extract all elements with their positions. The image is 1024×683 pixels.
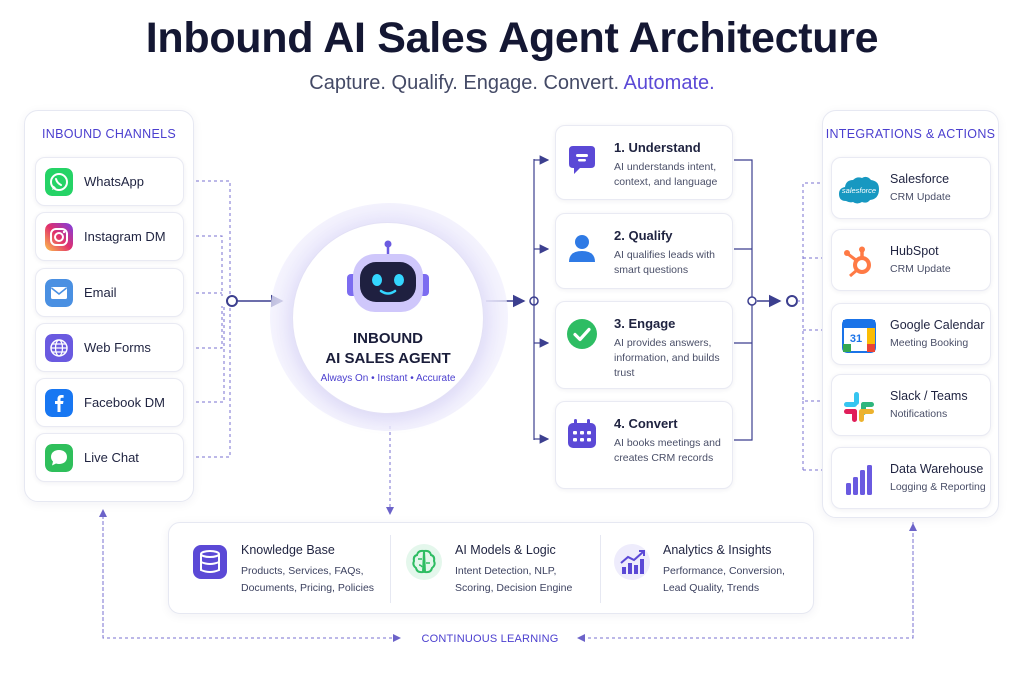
check-circle-icon: [567, 319, 597, 349]
foundation-analytics[interactable]: Analytics & Insights Performance, Conver…: [601, 531, 811, 607]
channel-label: Facebook DM: [84, 395, 165, 410]
agent-title-line1: INBOUND: [353, 330, 423, 347]
database-icon: [193, 545, 227, 579]
step-title: 1. Understand: [614, 140, 701, 155]
channel-live-chat[interactable]: Live Chat: [35, 433, 184, 482]
foundation-knowledge-base[interactable]: Knowledge Base Products, Services, FAQs,…: [179, 531, 384, 607]
integration-name: Slack / Teams: [890, 389, 968, 403]
foundation-title: AI Models & Logic: [455, 543, 556, 557]
foundation-title: Analytics & Insights: [663, 543, 772, 557]
integration-desc: CRM Update: [890, 263, 951, 275]
step-engage[interactable]: 3. Engage AI provides answers, informati…: [555, 301, 733, 389]
whatsapp-icon: [45, 168, 73, 196]
brain-icon: [406, 544, 442, 580]
channel-email[interactable]: Email: [35, 268, 184, 317]
integration-name: Salesforce: [890, 172, 950, 186]
chat-bubble-icon: [45, 444, 73, 472]
integration-slack-teams[interactable]: Slack / Teams Notifications: [831, 374, 991, 436]
google-calendar-icon: 31: [842, 319, 876, 353]
salesforce-logo-text: salesforce: [842, 186, 876, 195]
integrations-panel: INTEGRATIONS & ACTIONS salesforce Salesf…: [822, 110, 999, 518]
divider: [390, 535, 391, 603]
globe-icon: [45, 334, 73, 362]
step-understand[interactable]: 1. Understand AI understands intent, con…: [555, 125, 733, 200]
page-subtitle: Capture. Qualify. Engage. Convert. Autom…: [0, 72, 1024, 95]
step-title: 3. Engage: [614, 316, 676, 331]
calendar-logo-text: 31: [850, 333, 862, 345]
step-title: 2. Qualify: [614, 228, 673, 243]
calendar-icon: [568, 419, 596, 448]
integration-salesforce[interactable]: salesforce Salesforce CRM Update: [831, 157, 991, 219]
foundation-title: Knowledge Base: [241, 543, 335, 557]
step-description: AI provides answers, information, and bu…: [614, 337, 720, 379]
email-icon: [45, 279, 73, 307]
channel-label: Web Forms: [84, 340, 151, 355]
analytics-icon: [614, 544, 650, 580]
integration-desc: CRM Update: [890, 191, 951, 203]
instagram-icon: [45, 223, 73, 251]
page-title: Inbound AI Sales Agent Architecture: [145, 14, 879, 62]
integration-name: Data Warehouse: [890, 462, 984, 476]
message-icon: [569, 146, 595, 174]
subtitle-accent: Automate.: [623, 72, 715, 94]
integration-google-calendar[interactable]: 31 Google Calendar Meeting Booking: [831, 303, 991, 365]
continuous-learning-label: CONTINUOUS LEARNING: [421, 633, 559, 645]
step-qualify[interactable]: 2. Qualify AI qualifies leads with smart…: [555, 213, 733, 289]
inbound-channels-panel: INBOUND CHANNELS WhatsApp Instagram DM E…: [24, 110, 194, 502]
integration-name: Google Calendar: [890, 318, 985, 332]
integration-desc: Logging & Reporting: [890, 481, 986, 493]
hubspot-icon: [844, 246, 871, 278]
foundation-desc: Products, Services, FAQs, Documents, Pri…: [241, 565, 375, 594]
channel-label: Live Chat: [84, 450, 139, 465]
foundation-desc: Performance, Conversion, Lead Quality, T…: [663, 565, 785, 594]
step-title: 4. Convert: [614, 416, 678, 431]
divider: [600, 535, 601, 603]
channel-whatsapp[interactable]: WhatsApp: [35, 157, 184, 206]
foundation-panel: Knowledge Base Products, Services, FAQs,…: [168, 522, 814, 614]
foundation-ai-models[interactable]: AI Models & Logic Intent Detection, NLP,…: [393, 531, 598, 607]
channel-facebook[interactable]: Facebook DM: [35, 378, 184, 427]
step-description: AI books meetings and creates CRM record…: [614, 437, 721, 464]
step-convert[interactable]: 4. Convert AI books meetings and creates…: [555, 401, 733, 489]
inbound-channels-heading: INBOUND CHANNELS: [42, 127, 176, 141]
channel-instagram[interactable]: Instagram DM: [35, 212, 184, 261]
foundation-desc: Intent Detection, NLP, Scoring, Decision…: [455, 565, 573, 594]
step-description: AI understands intent, context, and lang…: [614, 161, 718, 188]
agent-tagline: Always On • Instant • Accurate: [320, 373, 456, 384]
integration-hubspot[interactable]: HubSpot CRM Update: [831, 229, 991, 291]
channel-label: WhatsApp: [84, 174, 144, 189]
subtitle-plain: Capture. Qualify. Engage. Convert.: [309, 72, 620, 94]
channel-label: Instagram DM: [84, 229, 166, 244]
agent-title-line2: AI SALES AGENT: [325, 350, 451, 367]
channel-web-forms[interactable]: Web Forms: [35, 323, 184, 372]
facebook-icon: [45, 389, 73, 417]
bar-chart-icon: [846, 465, 872, 495]
user-icon: [569, 235, 595, 262]
integration-desc: Meeting Booking: [890, 337, 969, 349]
integration-desc: Notifications: [890, 408, 948, 420]
integration-name: HubSpot: [890, 244, 939, 258]
step-description: AI qualifies leads with smart questions: [614, 249, 715, 276]
integrations-heading: INTEGRATIONS & ACTIONS: [825, 127, 996, 141]
robot-icon: [347, 240, 429, 312]
slack-icon: [844, 392, 874, 422]
salesforce-icon: salesforce: [839, 176, 879, 204]
channel-label: Email: [84, 285, 117, 300]
integration-data-warehouse[interactable]: Data Warehouse Logging & Reporting: [831, 447, 991, 509]
